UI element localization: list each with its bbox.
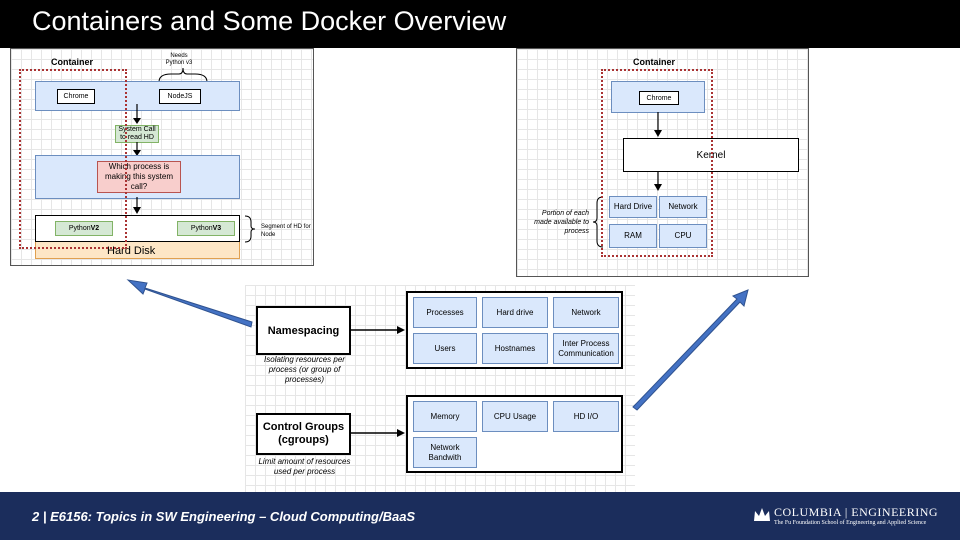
arrow-to-left-diagram xyxy=(126,279,253,328)
python-v2-version: V2 xyxy=(90,224,100,232)
center-diagram: Namespacing Isolating resources per proc… xyxy=(245,285,635,492)
arrow-syscall-kernel xyxy=(133,142,141,156)
portion-brace xyxy=(592,196,604,248)
arrow-kernel-disk xyxy=(133,197,141,214)
which-process-box: Which process is making this system call… xyxy=(97,161,181,193)
arrow-node-syscall xyxy=(133,104,141,124)
namespacing-box: Namespacing xyxy=(256,306,351,355)
cg-hd-io: HD I/O xyxy=(553,401,619,432)
needs-brace xyxy=(158,67,208,83)
res-cpu: CPU xyxy=(659,224,707,248)
left-container-outline xyxy=(19,69,127,249)
cg-cpu-usage: CPU Usage xyxy=(482,401,548,432)
res-network: Network xyxy=(659,196,707,218)
logo-main-text: COLUMBIA | ENGINEERING xyxy=(774,505,939,519)
cg-memory: Memory xyxy=(413,401,477,432)
arrow-to-right-diagram xyxy=(632,289,749,411)
footer-text: 2 | E6156: Topics in SW Engineering – Cl… xyxy=(32,509,416,524)
right-container-outline xyxy=(601,69,713,257)
namespacing-desc: Isolating resources per process (or grou… xyxy=(264,355,345,384)
right-container-label: Container xyxy=(633,57,676,67)
segment-brace xyxy=(244,215,256,243)
arrow-namespacing xyxy=(351,326,405,334)
ns-hard-drive: Hard drive xyxy=(482,297,548,328)
left-diagram: Container Needs Python v3 Chrome NodeJS … xyxy=(10,48,314,266)
left-container-label: Container xyxy=(51,57,94,67)
arrow-chrome-kernel xyxy=(654,112,662,137)
cg-network-bandwidth: Network Bandwith xyxy=(413,437,477,468)
logo-sub-text: The Fu Foundation School of Engineering … xyxy=(774,520,927,526)
title-bar xyxy=(0,0,960,48)
ns-ipc: Inter Process Communication xyxy=(553,333,619,364)
ns-hostnames: Hostnames xyxy=(482,333,548,364)
res-ram: RAM xyxy=(609,224,657,248)
python-v2-prefix: Python xyxy=(68,224,91,232)
chrome-box: Chrome xyxy=(57,89,95,104)
needs-python-label: Needs Python v3 xyxy=(165,53,193,66)
nodejs-box: NodeJS xyxy=(159,89,201,104)
python-v3-version: V3 xyxy=(212,224,222,232)
res-hard-drive: Hard Drive xyxy=(609,196,657,218)
portion-label: Portion of each made available to proces… xyxy=(534,210,589,235)
ns-network: Network xyxy=(553,297,619,328)
columbia-logo: COLUMBIA | ENGINEERING The Fu Foundation… xyxy=(752,505,948,531)
cgroups-box: Control Groups (cgroups) xyxy=(256,413,351,455)
slide-title: Containers and Some Docker Overview xyxy=(32,6,507,36)
ns-processes: Processes xyxy=(413,297,477,328)
arrow-cgroups xyxy=(351,429,405,437)
footer-bar xyxy=(0,492,960,540)
python-v3-box: Python V3 xyxy=(177,221,235,236)
python-v3-prefix: Python xyxy=(190,224,213,232)
cgroups-desc: Limit amount of resources used per proce… xyxy=(258,457,351,476)
arrow-kernel-resources xyxy=(654,172,662,191)
right-chrome-box: Chrome xyxy=(639,91,679,105)
crown-icon xyxy=(754,508,770,521)
segment-label: Segment of HD for Node xyxy=(261,224,311,238)
ns-users: Users xyxy=(413,333,477,364)
python-v2-box: Python V2 xyxy=(55,221,113,236)
right-diagram: Container Chrome Kernel Hard Drive Netwo… xyxy=(516,48,809,277)
